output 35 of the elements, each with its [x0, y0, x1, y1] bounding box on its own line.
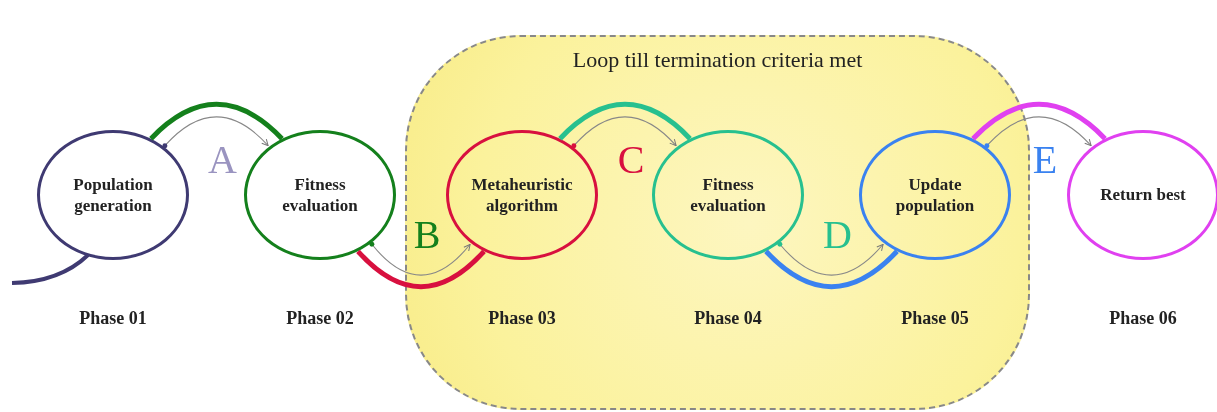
edge-label: E	[1031, 140, 1059, 180]
phase-label: Phase 02	[285, 308, 355, 329]
edge-label: D	[822, 215, 853, 255]
arrow	[984, 116, 1092, 149]
region-title: Loop till termination criteria met	[571, 47, 864, 73]
phase-circle	[446, 130, 598, 260]
connector-arc	[149, 102, 284, 141]
phase-name: Fitness evaluation	[689, 173, 767, 217]
phase-label: Phase 01	[78, 308, 148, 329]
phase-circle	[1067, 130, 1217, 260]
connector-arc	[764, 249, 899, 290]
phase-label: Phase 03	[487, 308, 557, 329]
phase-name: Metaheuristic algorithm	[470, 173, 574, 217]
connector-arc	[558, 102, 692, 141]
connector-arc	[971, 102, 1107, 141]
edge-label: A	[207, 140, 238, 180]
phase-label: Phase 05	[900, 308, 970, 329]
phase-circle	[244, 130, 396, 260]
phase-name: Return best	[1100, 184, 1186, 206]
phase-circle	[37, 130, 189, 260]
phase-circle	[652, 130, 804, 260]
edge-label: C	[616, 140, 646, 180]
phase-name: Fitness evaluation	[281, 173, 359, 217]
loop-region	[405, 35, 1030, 410]
phase-circle	[859, 130, 1011, 260]
arrow	[777, 241, 884, 276]
arrow	[162, 116, 269, 149]
arrow	[369, 241, 471, 276]
phase-label: Phase 04	[693, 308, 763, 329]
phase-name: Population generation	[72, 173, 154, 217]
connector-arc	[356, 249, 486, 290]
phase-name: Update population	[894, 173, 976, 217]
arrow	[571, 116, 677, 149]
phase-label: Phase 06	[1108, 308, 1178, 329]
edge-label: B	[412, 215, 442, 255]
